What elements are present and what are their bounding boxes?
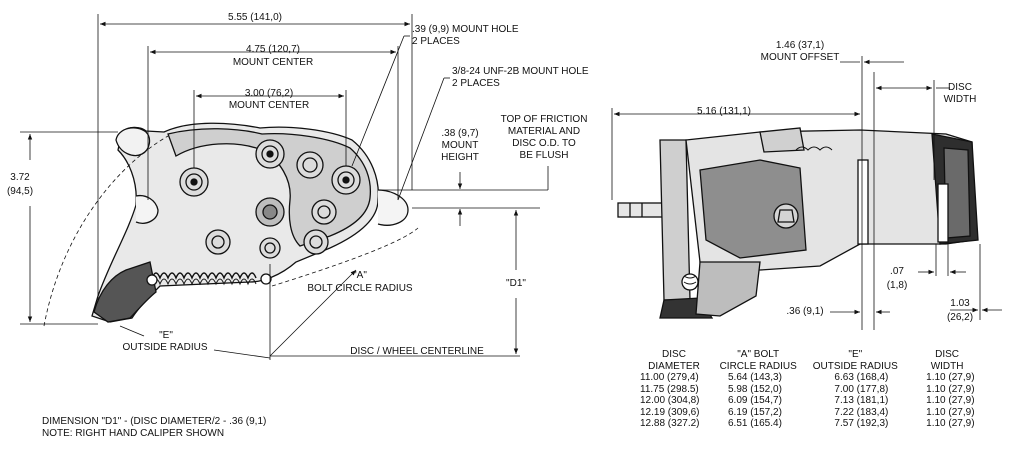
label-mount-height-2: HEIGHT [441, 152, 479, 163]
cell-a-radius: 5.98 (152,0) [727, 383, 782, 395]
cell-disc-width: 1.10 (27,9) [926, 383, 975, 395]
cell-disc-width: 1.10 (27,9) [926, 372, 975, 383]
header-disc-width: DISC [935, 349, 960, 360]
header-e: "E" [848, 349, 863, 360]
label-mount-center-inner: MOUNT CENTER [228, 100, 310, 111]
table-row: 11.00 (279,4) 5.64 (143,3) 6.63 (168,4) … [636, 372, 988, 384]
cell-e-radius: 6.63 (168,4) [834, 372, 889, 383]
header-a-bolt: "A" BOLT [737, 349, 780, 360]
dim-07: .07 [890, 266, 904, 277]
note-right-hand: NOTE: RIGHT HAND CALIPER SHOWN [42, 428, 225, 439]
note-friction-2: MATERIAL AND [507, 126, 581, 137]
note-dimension-d1: DIMENSION "D1" - (DISC DIAMETER/2 - .36 … [42, 416, 267, 427]
dim-mount-height: .38 (9,7) [441, 128, 479, 139]
cell-disc-diameter: 12.00 (304,8) [640, 395, 700, 406]
cell-e-radius: 7.00 (177,8) [834, 383, 889, 395]
header-disc-diameter-2: DIAMETER [648, 360, 700, 372]
header-disc-width-2: WIDTH [930, 360, 964, 372]
cell-disc-diameter: 12.88 (327.2) [640, 418, 700, 429]
dim-mount-center-outer: 4.75 (120,7) [246, 44, 300, 55]
table-row: 12.88 (327.2) 6.51 (165.4) 7.57 (192,3) … [636, 418, 988, 430]
dim-07-metric: (1,8) [886, 280, 908, 291]
dim-103-metric: (26,2) [946, 312, 974, 323]
right-view-dimensions [611, 56, 1002, 330]
table-row: 12.00 (304,8) 6.09 (154,7) 7.13 (181,1) … [636, 395, 988, 407]
label-a: "A" [353, 270, 367, 281]
table-row: 11.75 (298.5) 5.98 (152,0) 7.00 (177,8) … [636, 384, 988, 396]
label-centerline: DISC / WHEEL CENTERLINE [350, 346, 484, 357]
dim-overall-length: 5.16 (131,1) [697, 106, 751, 117]
header-e-2: OUTSIDE RADIUS [812, 360, 898, 372]
left-view-caliper [91, 122, 409, 323]
table-header-row-1: DISC "A" BOLT "E" DISC [636, 349, 988, 361]
cell-e-radius: 7.22 (183,4) [834, 406, 889, 418]
dim-mount-center-inner: 3.00 (76,2) [244, 88, 294, 99]
label-d1: "D1" [506, 278, 526, 289]
cell-disc-width: 1.10 (27,9) [926, 406, 975, 418]
cell-e-radius: 7.57 (192,3) [834, 418, 889, 429]
label-e: "E" [159, 330, 173, 341]
dim-103: 1.03 [950, 298, 970, 309]
cell-disc-diameter: 12.19 (309,6) [640, 406, 700, 418]
header-disc-diameter: DISC [662, 349, 686, 360]
label-disc-width-1: DISC [948, 82, 972, 93]
dimension-table: DISC "A" BOLT "E" DISC DIAMETER CIRCLE R… [636, 349, 988, 430]
label-a-desc: BOLT CIRCLE RADIUS [307, 283, 413, 294]
label-disc-width-2: WIDTH [943, 94, 977, 105]
note-friction-4: BE FLUSH [519, 150, 569, 161]
cell-a-radius: 6.51 (165.4) [727, 418, 782, 429]
label-mount-height-1: MOUNT [441, 140, 479, 151]
dim-overall-width: 5.55 (141,0) [228, 12, 282, 23]
dim-height: 3.72 [10, 172, 30, 183]
label-e-desc: OUTSIDE RADIUS [122, 342, 208, 353]
table-header-row-2: DIAMETER CIRCLE RADIUS OUTSIDE RADIUS WI… [636, 361, 988, 373]
header-a-bolt-2: CIRCLE RADIUS [719, 360, 797, 372]
callout-mount-hole: .39 (9,9) MOUNT HOLE [412, 24, 519, 35]
left-view-dimensions [20, 14, 549, 360]
cell-a-radius: 5.64 (143,3) [727, 372, 782, 383]
cell-e-radius: 7.13 (181,1) [834, 395, 889, 406]
cell-a-radius: 6.19 (157,2) [727, 406, 782, 418]
cell-disc-width: 1.10 (27,9) [926, 395, 975, 406]
note-friction-1: TOP OF FRICTION [500, 114, 588, 125]
cell-disc-diameter: 11.00 (279,4) [640, 372, 699, 383]
callout-threaded-mount-hole: 3/8-24 UNF-2B MOUNT HOLE [452, 66, 589, 77]
callout-threaded-mount-hole-qty: 2 PLACES [452, 78, 500, 89]
table-row: 12.19 (309,6) 6.19 (157,2) 7.22 (183,4) … [636, 407, 988, 419]
dim-mount-offset: 1.46 (37,1) [775, 40, 825, 51]
dim-36: .36 (9,1) [786, 306, 824, 317]
dim-height-metric: (94,5) [6, 186, 34, 197]
note-friction-3: DISC O.D. TO [512, 138, 576, 149]
cell-a-radius: 6.09 (154,7) [727, 395, 782, 406]
callout-mount-hole-qty: 2 PLACES [412, 36, 460, 47]
label-mount-offset: MOUNT OFFSET [760, 52, 840, 63]
label-mount-center-outer: MOUNT CENTER [232, 57, 314, 68]
right-view-caliper [617, 127, 979, 319]
cell-disc-diameter: 11.75 (298.5) [640, 383, 699, 395]
cell-disc-width: 1.10 (27,9) [926, 418, 975, 429]
